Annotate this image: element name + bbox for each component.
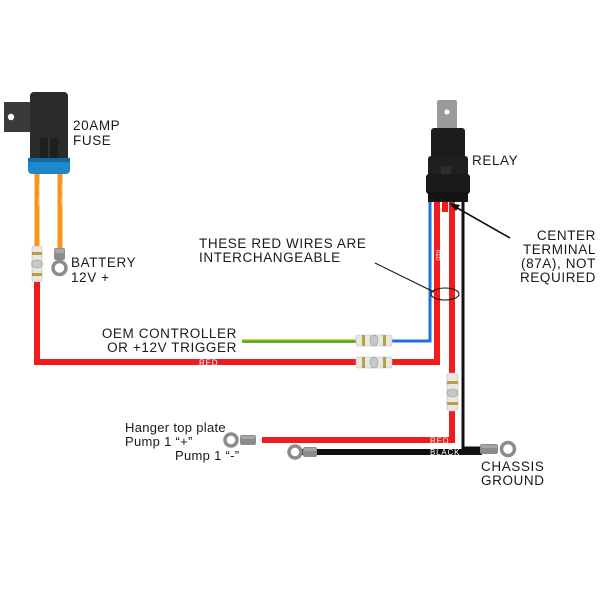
relay-base [426, 174, 470, 194]
red-wire-main [34, 202, 440, 365]
black-wire-relay-ground [461, 202, 480, 450]
orange-wire-right [57, 174, 63, 250]
pump-label-line1: Hanger top plate [125, 420, 226, 435]
interchangeable-pointer [374, 262, 435, 293]
relay-tab [437, 100, 457, 130]
ring-terminal-icon [499, 440, 517, 458]
center-terminal-label-line1: CENTER [537, 228, 596, 243]
fuse-label-line2: FUSE [73, 133, 111, 148]
butt-connector-left [31, 245, 43, 283]
pump-label-line2: Pump 1 “+” [125, 434, 193, 449]
butt-connector-main [355, 356, 393, 369]
interchangeable-label-line2: INTERCHANGEABLE [199, 250, 341, 265]
relay [426, 100, 470, 202]
orange-wire-left-label: ORANGE [37, 184, 43, 206]
pump-positive-terminal [223, 432, 256, 448]
center-terminal-stub [442, 200, 448, 212]
battery-label-line2: 12V + [71, 270, 110, 285]
fuse-body [30, 92, 68, 162]
orange-wire-left [34, 174, 40, 246]
pump-label-line3: Pump 1 “-” [175, 448, 239, 463]
relay-red-wire-label-1: RED [434, 250, 440, 261]
interchangeable-circle [430, 287, 460, 301]
red-wire-pump [262, 202, 455, 443]
interchangeable-label-line1: THESE RED WIRES ARE [199, 236, 366, 251]
ring-terminal-icon [287, 444, 303, 460]
ring-terminal-icon [223, 432, 239, 448]
red-wire-pump-label: RED [430, 437, 449, 446]
ring-terminal-icon [51, 259, 68, 277]
arrow-head-icon [449, 203, 460, 211]
center-terminal-label-line3: (87A), NOT [521, 256, 596, 271]
black-wire-pump-label: BLACK [430, 448, 460, 457]
pump-negative-terminal [287, 444, 317, 460]
butt-connector-trigger [355, 334, 393, 347]
relay-tab-hole-icon [444, 109, 450, 115]
battery-ring-terminal [51, 248, 68, 277]
center-terminal-label-line2: TERMINAL [523, 242, 596, 257]
fuse-mount-hole-icon [7, 113, 15, 121]
relay-label: RELAY [472, 153, 518, 168]
orange-wire-right-label: ORANGE [60, 184, 66, 206]
fuse-label-line1: 20AMP [73, 118, 120, 133]
trigger-label-line2: OR +12V TRIGGER [107, 340, 237, 355]
trigger-label-line1: OEM CONTROLLER [102, 326, 237, 341]
fuse-holder [4, 92, 70, 174]
red-wire-main-label: RED [199, 359, 218, 368]
relay-red-wire-label-2: RED [454, 250, 460, 261]
chassis-ground-terminal [480, 440, 517, 458]
blue-wire [390, 202, 432, 343]
butt-connector-vertical [446, 372, 459, 412]
battery-label-line1: BATTERY [71, 255, 136, 270]
center-terminal-label-line4: REQUIRED [520, 270, 596, 285]
center-terminal-pointer [451, 204, 511, 239]
ground-label-line2: GROUND [481, 473, 545, 488]
relay-top [431, 128, 465, 158]
ground-label-line1: CHASSIS [481, 459, 544, 474]
